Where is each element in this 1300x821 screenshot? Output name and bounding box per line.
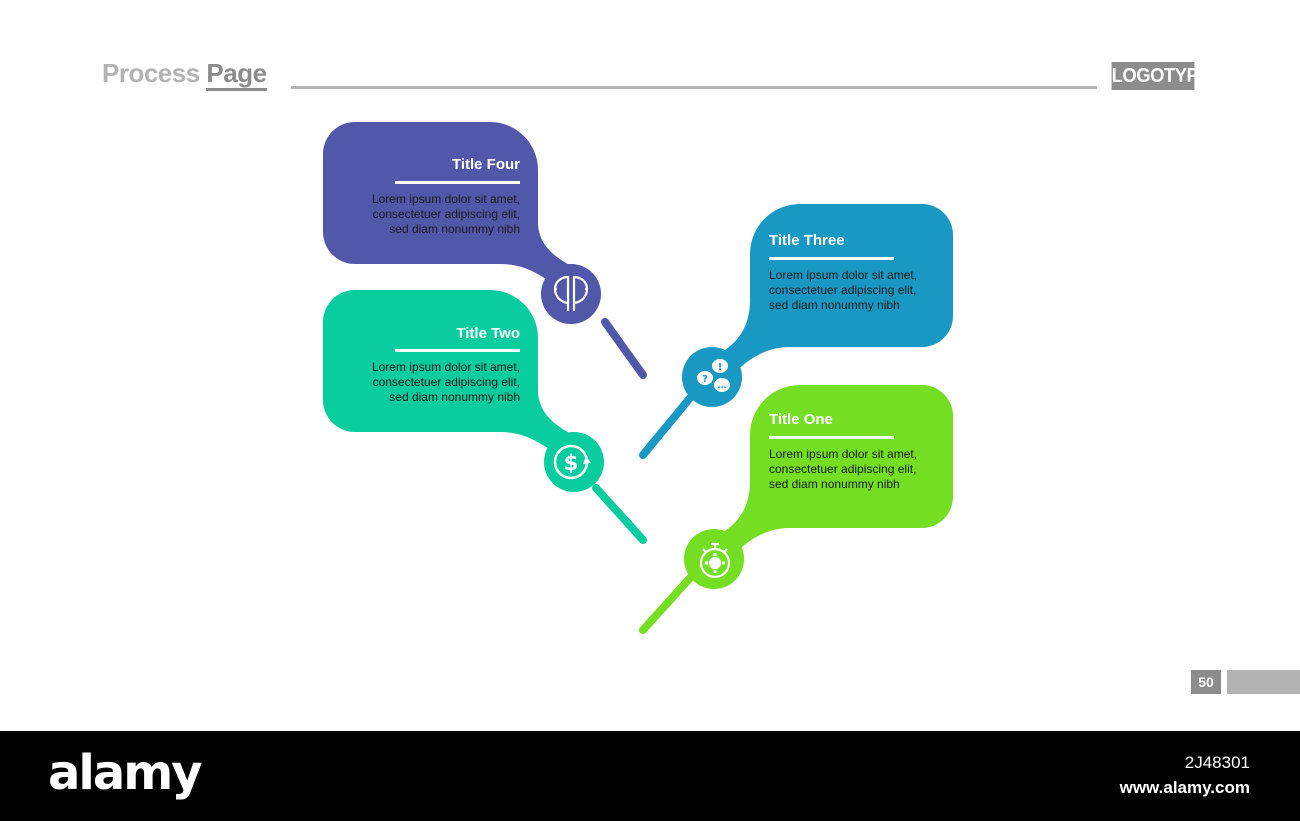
- page-title: Process Page: [102, 58, 267, 91]
- page-title-strong: Page: [206, 58, 267, 91]
- node-four: [541, 264, 601, 324]
- tree-stem: [592, 318, 694, 679]
- card-title-one-line-2: consectetuer adipiscing elit,: [769, 462, 916, 476]
- two-heads-icon: [553, 275, 589, 311]
- svg-text:…: …: [718, 381, 727, 391]
- card-title-four: Title Four Lorem ipsum dolor sit amet, c…: [323, 122, 601, 324]
- card-title-two-line-1: Lorem ipsum dolor sit amet,: [372, 360, 520, 374]
- card-title-two-heading: Title Two: [456, 325, 520, 342]
- card-title-three-line-2: consectetuer adipiscing elit,: [769, 283, 916, 297]
- page-title-strong-text: Page: [206, 58, 267, 91]
- svg-text:?: ?: [702, 374, 708, 385]
- card-title-three: ! ? … Title Three Lorem ipsum dolor sit …: [682, 204, 953, 407]
- card-title-four-line-3: sed diam nonummy nibh: [389, 222, 520, 236]
- page-number-bar: [1227, 670, 1300, 694]
- image-id: 2J48301: [1184, 753, 1250, 772]
- card-title-two-line-3: sed diam nonummy nibh: [389, 390, 520, 404]
- page-title-light: Process: [102, 58, 207, 88]
- card-title-two: $ Title Two Lorem ipsum dolor sit amet, …: [323, 290, 604, 492]
- speech-bubbles-icon: ! ? …: [697, 359, 730, 392]
- footer-url: www.alamy.com: [1119, 778, 1250, 797]
- logo: LOGOTYPE: [1111, 62, 1211, 90]
- svg-text:$: $: [564, 451, 579, 475]
- branch-two: [592, 484, 647, 544]
- dollar-cycle-icon: $: [553, 444, 591, 480]
- card-title-two-rule: [395, 349, 520, 352]
- branch-one: [639, 574, 694, 634]
- svg-text:!: !: [718, 362, 723, 373]
- page-number: 50: [1191, 670, 1221, 694]
- card-title-one-line-3: sed diam nonummy nibh: [769, 477, 900, 491]
- stopwatch-gear-icon: [699, 542, 731, 579]
- card-title-one-heading: Title One: [769, 411, 833, 428]
- card-title-one-line-1: Lorem ipsum dolor sit amet,: [769, 447, 917, 461]
- card-title-four-line-1: Lorem ipsum dolor sit amet,: [372, 192, 520, 206]
- card-title-four-heading: Title Four: [452, 156, 520, 173]
- card-title-one-rule: [769, 436, 894, 439]
- branch-four: [601, 318, 647, 379]
- card-title-four-rule: [395, 181, 520, 184]
- branch-three: [639, 394, 694, 459]
- card-title-three-heading: Title Three: [769, 232, 845, 249]
- card-title-two-line-2: consectetuer adipiscing elit,: [373, 375, 520, 389]
- card-title-three-line-1: Lorem ipsum dolor sit amet,: [769, 268, 917, 282]
- node-two: [544, 432, 604, 492]
- process-tree-diagram: Title Four Lorem ipsum dolor sit amet, c…: [323, 122, 953, 679]
- card-title-three-rule: [769, 257, 894, 260]
- watermark-footer: alamy 2J48301 www.alamy.com: [0, 731, 1300, 821]
- card-title-one: Title One Lorem ipsum dolor sit amet, co…: [684, 385, 953, 589]
- header-divider: [291, 86, 1097, 89]
- card-title-four-line-2: consectetuer adipiscing elit,: [373, 207, 520, 221]
- card-title-three-line-3: sed diam nonummy nibh: [769, 298, 900, 312]
- alamy-logo: alamy: [48, 745, 203, 801]
